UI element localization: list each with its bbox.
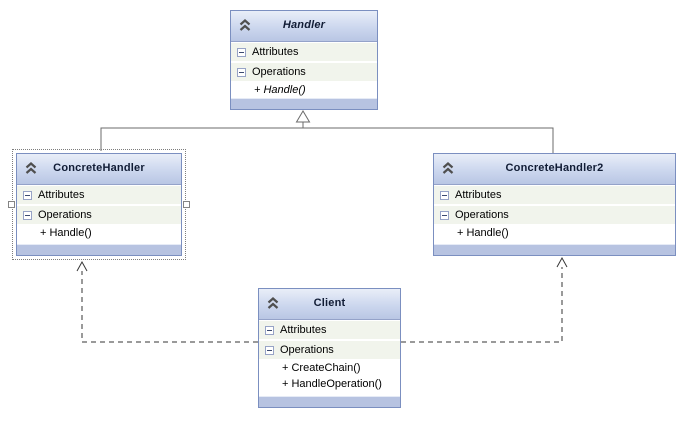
class-title: ConcreteHandler2	[505, 162, 604, 174]
class-footer-bar	[231, 98, 377, 109]
class-footer-bar	[17, 244, 181, 255]
inheritance-connector[interactable]	[100, 122, 554, 154]
class-box-handler[interactable]: Handler Attributes Operations + Handle()	[230, 10, 378, 110]
dependency-arrowhead-right	[556, 256, 568, 268]
member-operation: + HandleOperation()	[282, 378, 382, 390]
attributes-compartment: Attributes	[17, 185, 181, 205]
expander-minus-icon[interactable]	[23, 190, 32, 200]
resize-handle-left[interactable]	[8, 201, 15, 208]
expander-minus-icon[interactable]	[265, 325, 274, 335]
class-title: Handler	[282, 19, 326, 31]
class-header: Client	[259, 289, 400, 320]
operations-label: Operations	[38, 209, 92, 221]
collapse-chevron-icon[interactable]	[266, 297, 280, 310]
class-box-client[interactable]: Client Attributes Operations + CreateCha…	[258, 288, 401, 408]
members-list: + Handle()	[17, 225, 181, 241]
expander-minus-icon[interactable]	[265, 345, 274, 355]
expander-minus-icon[interactable]	[237, 47, 246, 57]
resize-handle-right[interactable]	[183, 201, 190, 208]
inheritance-triangle-arrowhead[interactable]	[295, 110, 311, 123]
class-title: Client	[313, 297, 346, 309]
expander-minus-icon[interactable]	[440, 190, 449, 200]
member-operation: + Handle()	[254, 84, 306, 96]
attributes-label: Attributes	[455, 189, 502, 201]
dependency-connector-client-to-concretehandler[interactable]	[81, 271, 258, 343]
operations-label: Operations	[252, 66, 306, 78]
attributes-label: Attributes	[252, 46, 299, 58]
collapse-chevron-icon[interactable]	[441, 162, 455, 175]
operations-compartment: Operations	[434, 205, 675, 225]
attributes-compartment: Attributes	[259, 320, 400, 340]
attributes-label: Attributes	[38, 189, 85, 201]
class-header: ConcreteHandler	[17, 154, 181, 185]
operations-compartment: Operations	[231, 62, 377, 82]
member-operation: + Handle()	[457, 227, 509, 239]
attributes-compartment: Attributes	[434, 185, 675, 205]
operations-compartment: Operations	[17, 205, 181, 225]
class-header: ConcreteHandler2	[434, 154, 675, 185]
members-list: + Handle()	[434, 225, 675, 241]
expander-minus-icon[interactable]	[440, 210, 449, 220]
attributes-label: Attributes	[280, 324, 327, 336]
operations-label: Operations	[455, 209, 509, 221]
class-footer-bar	[434, 244, 675, 255]
member-operation: + CreateChain()	[282, 362, 361, 374]
collapse-chevron-icon[interactable]	[24, 162, 38, 175]
class-header: Handler	[231, 11, 377, 42]
operations-compartment: Operations	[259, 340, 400, 360]
dependency-connector-client-to-concretehandler2[interactable]	[401, 267, 563, 343]
members-list: + Handle()	[231, 82, 377, 98]
dependency-arrowhead-left	[76, 260, 88, 272]
expander-minus-icon[interactable]	[23, 210, 32, 220]
members-list: + CreateChain() + HandleOperation()	[259, 360, 400, 392]
collapse-chevron-icon[interactable]	[238, 19, 252, 32]
class-box-concretehandler2[interactable]: ConcreteHandler2 Attributes Operations +…	[433, 153, 676, 256]
attributes-compartment: Attributes	[231, 42, 377, 62]
member-operation: + Handle()	[40, 227, 92, 239]
class-box-concretehandler[interactable]: ConcreteHandler Attributes Operations + …	[16, 153, 182, 256]
class-footer-bar	[259, 396, 400, 407]
expander-minus-icon[interactable]	[237, 67, 246, 77]
operations-label: Operations	[280, 344, 334, 356]
class-title: ConcreteHandler	[53, 162, 145, 174]
